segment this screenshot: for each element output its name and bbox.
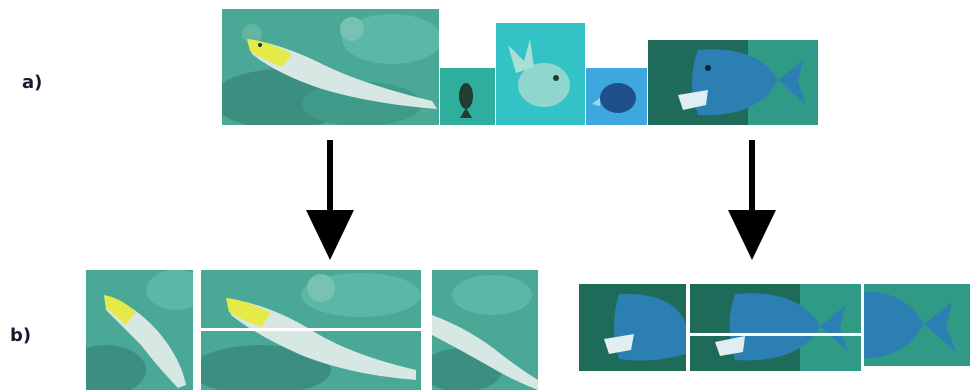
wrasse-fish-icon	[222, 9, 439, 125]
down-arrow-icon	[728, 140, 776, 260]
crop-surgeonfish-center	[690, 284, 861, 371]
wrasse-fish-icon	[86, 270, 193, 390]
split-divider	[201, 328, 421, 331]
down-arrow-icon	[306, 140, 354, 260]
surgeonfish-icon	[648, 40, 818, 125]
surgeonfish-icon	[864, 284, 970, 366]
input-image-wrasse	[222, 9, 439, 125]
crop-surgeonfish-right	[864, 284, 970, 366]
split-divider	[690, 333, 861, 336]
surgeonfish-icon	[690, 284, 861, 371]
blue-fish-icon	[586, 68, 647, 125]
surgeonfish-icon	[579, 284, 686, 371]
input-image-pale-fish	[496, 23, 585, 125]
input-image-small-fish	[440, 68, 495, 125]
input-image-surgeonfish	[648, 40, 818, 125]
input-image-blue-fish	[586, 68, 647, 125]
wrasse-fish-icon	[432, 270, 538, 390]
crop-wrasse-left	[86, 270, 193, 390]
crop-surgeonfish-left	[579, 284, 686, 371]
label-a: a)	[22, 72, 42, 93]
label-b: b)	[10, 325, 31, 346]
crop-wrasse-right	[432, 270, 538, 390]
small-fish-icon	[440, 68, 495, 125]
pale-fish-icon	[496, 23, 585, 125]
